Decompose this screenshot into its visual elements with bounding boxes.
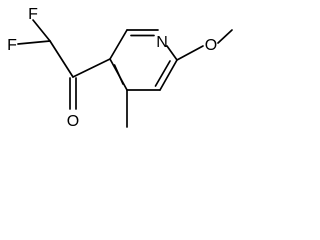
carbonyl-oxygen-label: O — [67, 113, 79, 130]
fluorine-label-1: F — [28, 6, 38, 23]
bond-f1-chf2 — [32, 19, 51, 42]
ring-nitrogen-label: N — [156, 34, 168, 51]
bond-f2-chf2 — [17, 40, 51, 45]
fluorine-label-2: F — [7, 37, 17, 54]
molecule-structure: F F O N O — [7, 6, 233, 130]
bond-c3-c2 — [109, 29, 128, 60]
bond-c6-c5 — [159, 59, 178, 91]
bond-c6-methoxy-oxygen — [176, 45, 204, 61]
bond-c6-c5-inner — [154, 60, 171, 87]
bond-chf2-carbonyl — [49, 40, 74, 78]
bond-carbonyl-ring — [72, 58, 111, 78]
bond-methoxy-oxygen-methyl — [217, 29, 233, 44]
bond-n1-c6 — [166, 45, 178, 61]
methoxy-oxygen-label: O — [205, 37, 217, 54]
bond-c4-c3-inner — [113, 64, 124, 85]
